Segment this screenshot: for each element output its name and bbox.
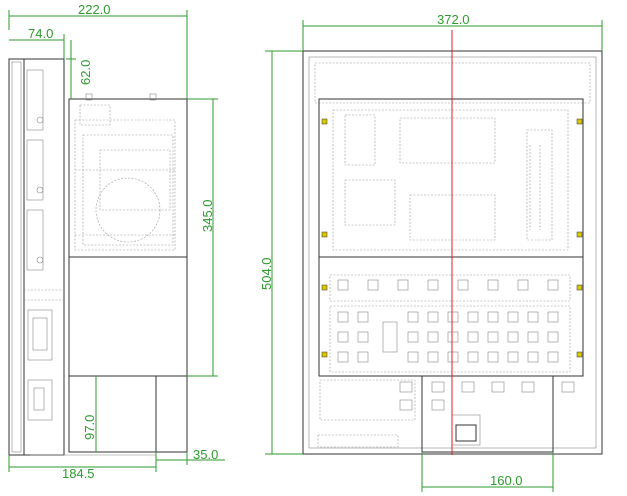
dim-side-top-offset: 62.0	[78, 60, 93, 85]
side-rear-foot	[155, 375, 188, 453]
dim-side-body-height: 345.0	[200, 199, 215, 232]
front-view	[302, 30, 603, 455]
front-key-grid	[329, 274, 571, 373]
dim-side-panel-depth: 74.0	[28, 26, 53, 41]
dim-side-lower-height: 97.0	[82, 415, 97, 440]
front-mount-markers	[321, 118, 583, 358]
front-lower-section	[317, 375, 575, 453]
front-internal-boards	[332, 109, 569, 251]
side-dimensions: 222.0 74.0 62.0 345.0 97.0 184.5 35.0	[8, 2, 225, 481]
side-front-panel	[8, 58, 25, 456]
dim-side-bottom-step: 35.0	[193, 447, 218, 462]
side-bracket-details	[24, 69, 64, 421]
dim-front-bottom-width: 160.0	[490, 473, 523, 488]
dim-side-base-width: 184.5	[62, 466, 95, 481]
dim-front-height: 504.0	[259, 257, 274, 290]
side-internal-components	[74, 93, 176, 251]
dim-front-width: 372.0	[437, 12, 470, 27]
side-front-panel-inner	[11, 61, 22, 453]
dim-side-total-width: 222.0	[78, 2, 111, 17]
front-enclosure-upper	[318, 98, 584, 258]
side-main-body	[68, 98, 188, 377]
side-view	[8, 58, 188, 456]
front-dimensions: 372.0 504.0 160.0	[259, 12, 603, 492]
